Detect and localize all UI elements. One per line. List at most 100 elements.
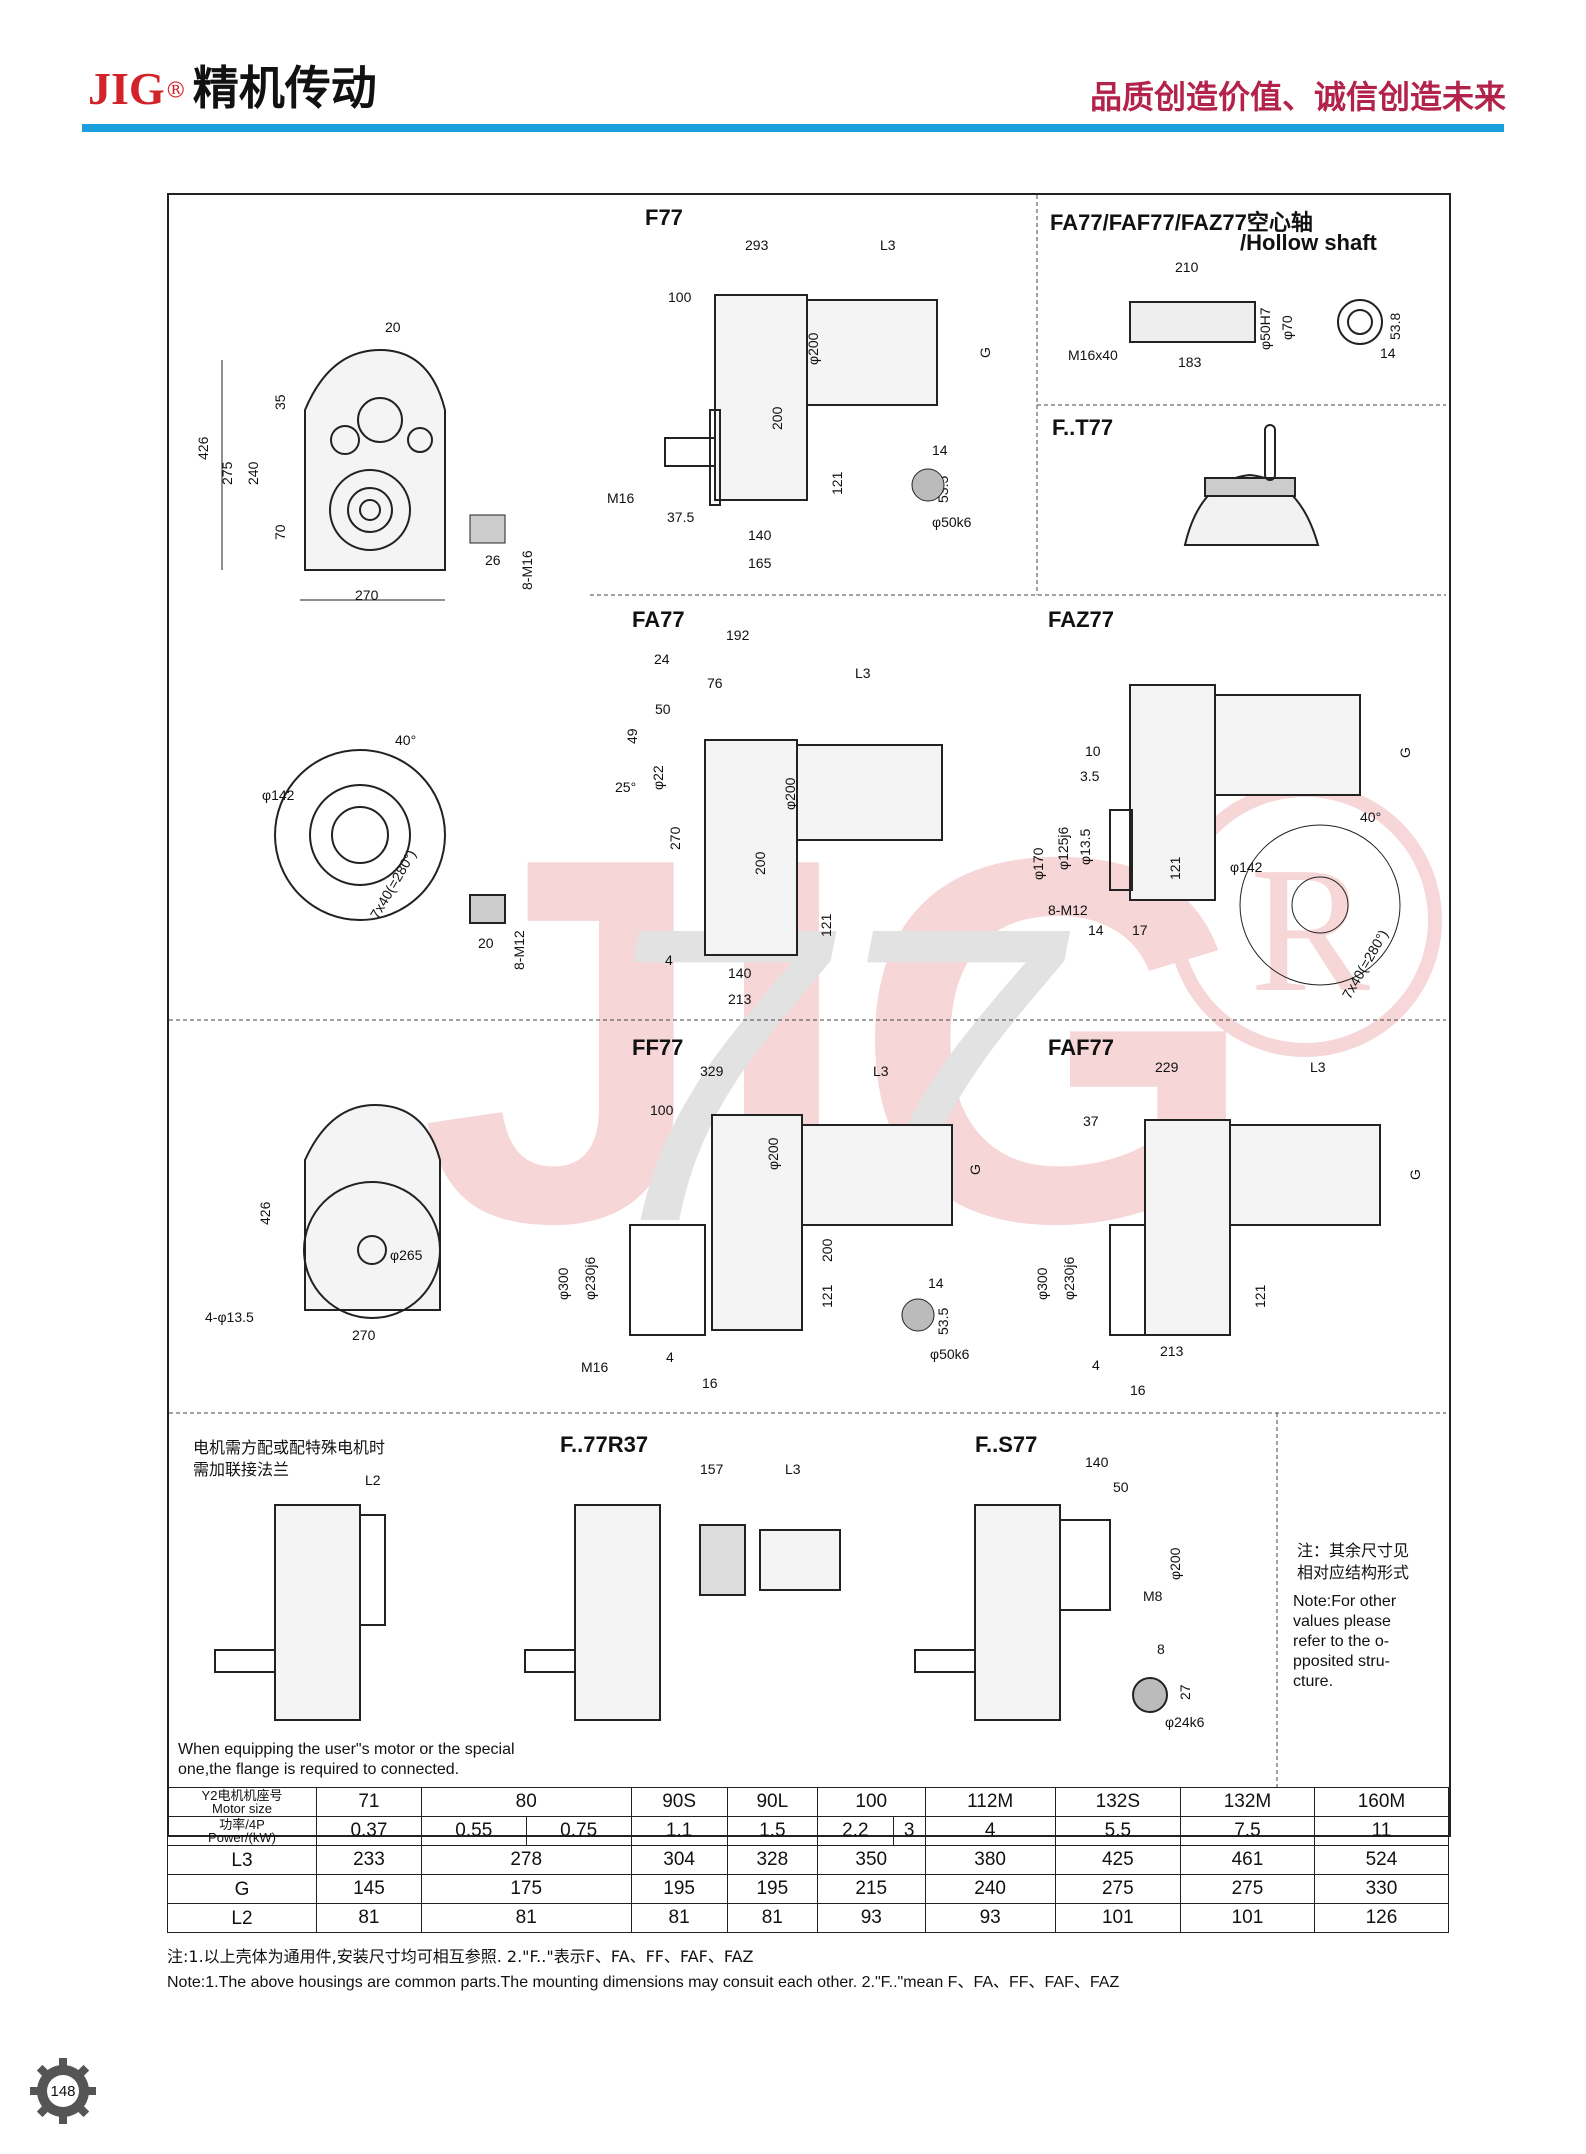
cell: 5.5 — [1054, 1816, 1181, 1846]
svg-text:121: 121 — [819, 1284, 835, 1308]
motor-note-cn-2: 需加联接法兰 — [193, 1460, 290, 1479]
svg-text:G: G — [1407, 1169, 1423, 1180]
svg-text:35: 35 — [272, 394, 288, 410]
svg-text:20: 20 — [478, 935, 494, 951]
svg-text:M8: M8 — [1143, 1588, 1163, 1604]
svg-text:L3: L3 — [880, 237, 896, 253]
svg-text:210: 210 — [1175, 259, 1199, 275]
svg-text:φ142: φ142 — [1230, 859, 1263, 875]
cell: 195 — [630, 1874, 728, 1904]
f77-front-view — [221, 348, 446, 601]
label-faf77: FAF77 — [1048, 1035, 1115, 1060]
ff77-side-dims: 329 L3 100 φ200 G 200 121 φ300 φ230j6 M1… — [555, 1063, 983, 1391]
footnote-en: Note:1.The above housings are common par… — [167, 1974, 1120, 1991]
svg-text:140: 140 — [728, 965, 752, 981]
cell: 101 — [1054, 1903, 1181, 1933]
svg-text:φ265: φ265 — [390, 1247, 423, 1263]
svg-text:φ300: φ300 — [1034, 1267, 1050, 1300]
cell: 461 — [1179, 1845, 1315, 1875]
label-f77: F77 — [645, 205, 683, 230]
svg-text:426: 426 — [257, 1201, 273, 1225]
motor-note-en-1: When equipping the user"s motor or the s… — [178, 1741, 515, 1758]
svg-text:76: 76 — [707, 675, 723, 691]
cell: 0.75 — [525, 1816, 632, 1846]
svg-text:8-M16: 8-M16 — [519, 550, 535, 590]
fr37-view — [524, 1504, 841, 1721]
svg-text:183: 183 — [1178, 354, 1202, 370]
svg-text:240: 240 — [245, 461, 261, 485]
svg-text:20: 20 — [385, 319, 401, 335]
svg-text:121: 121 — [1167, 856, 1183, 880]
svg-text:14: 14 — [1088, 922, 1104, 938]
svg-text:φ170: φ170 — [1030, 847, 1046, 880]
cell: 7.5 — [1179, 1816, 1315, 1846]
ft77-view — [1183, 424, 1320, 546]
svg-text:121: 121 — [818, 913, 834, 937]
faf77-side — [1109, 1119, 1381, 1336]
cell: 3 — [892, 1816, 926, 1846]
cell: 233 — [316, 1845, 422, 1875]
row-label-l2: L2 — [167, 1903, 317, 1933]
svg-text:24: 24 — [654, 651, 670, 667]
svg-text:G: G — [977, 347, 993, 358]
cell: 101 — [1179, 1903, 1315, 1933]
cell: 350 — [816, 1845, 926, 1875]
svg-text:L2: L2 — [365, 1472, 381, 1488]
cell: 90L — [726, 1787, 818, 1817]
svg-text:50: 50 — [655, 701, 671, 717]
svg-text:M16: M16 — [607, 490, 634, 506]
side-note-en-3: refer to the o- — [1293, 1633, 1390, 1650]
cell: 330 — [1313, 1874, 1450, 1904]
svg-text:L3: L3 — [873, 1063, 889, 1079]
svg-text:φ200: φ200 — [782, 777, 798, 810]
cell: 100 — [816, 1787, 926, 1817]
cell: 126 — [1313, 1903, 1450, 1933]
svg-text:100: 100 — [650, 1102, 674, 1118]
watermark-reg: R — [1250, 830, 1370, 1029]
brand-logo: JIG®精机传动 — [88, 52, 377, 118]
label-fs77: F..S77 — [975, 1432, 1038, 1457]
cell: 240 — [924, 1874, 1056, 1904]
svg-text:M16x40: M16x40 — [1068, 347, 1118, 363]
svg-text:50: 50 — [1113, 1479, 1129, 1495]
cell: 132S — [1054, 1787, 1181, 1817]
table-row-l3: L3 233 278 304 328 350 380 425 461 524 — [167, 1845, 1450, 1875]
svg-text:213: 213 — [728, 991, 752, 1007]
svg-text:140: 140 — [1085, 1454, 1109, 1470]
cell: 71 — [316, 1787, 422, 1817]
cell: 11 — [1313, 1816, 1450, 1846]
cell: 4 — [924, 1816, 1056, 1846]
cell: 278 — [420, 1845, 632, 1875]
cell: 80 — [420, 1787, 632, 1817]
cell: 380 — [924, 1845, 1056, 1875]
svg-text:φ125j6: φ125j6 — [1055, 826, 1071, 870]
cell: 132M — [1179, 1787, 1315, 1817]
cell: 81 — [630, 1903, 728, 1933]
svg-text:200: 200 — [752, 851, 768, 875]
page-number-gear-icon: 148 — [30, 2058, 96, 2124]
svg-text:φ230j6: φ230j6 — [582, 1256, 598, 1300]
f77-side-dims: 293 L3 100 G φ200 200 121 M16 37.5 140 1… — [607, 237, 993, 571]
label-hollow-shaft: FA77/FAF77/FAZ77空心轴 — [1050, 210, 1313, 235]
svg-text:8: 8 — [1157, 1641, 1165, 1657]
svg-text:4: 4 — [1092, 1357, 1100, 1373]
cell: 1.5 — [726, 1816, 818, 1846]
svg-text:270: 270 — [355, 587, 379, 603]
cell: 93 — [816, 1903, 926, 1933]
brand-name: 精机传动 — [192, 61, 377, 115]
header-divider — [82, 124, 1504, 132]
svg-text:4: 4 — [665, 952, 673, 968]
table-row-g: G 145 175 195 195 215 240 275 275 330 — [167, 1874, 1450, 1904]
svg-text:4: 4 — [666, 1349, 674, 1365]
svg-text:10: 10 — [1085, 743, 1101, 759]
cell: 275 — [1179, 1874, 1315, 1904]
f77-front-dims: 20 426 275 240 35 70 270 26 8-M16 — [195, 319, 535, 603]
svg-text:26: 26 — [485, 552, 501, 568]
svg-text:426: 426 — [195, 436, 211, 460]
svg-text:229: 229 — [1155, 1059, 1179, 1075]
svg-text:8-M12: 8-M12 — [511, 930, 527, 970]
cell: 328 — [726, 1845, 818, 1875]
motor-note-cn-1: 电机需方配或配特殊电机时 — [193, 1438, 386, 1457]
